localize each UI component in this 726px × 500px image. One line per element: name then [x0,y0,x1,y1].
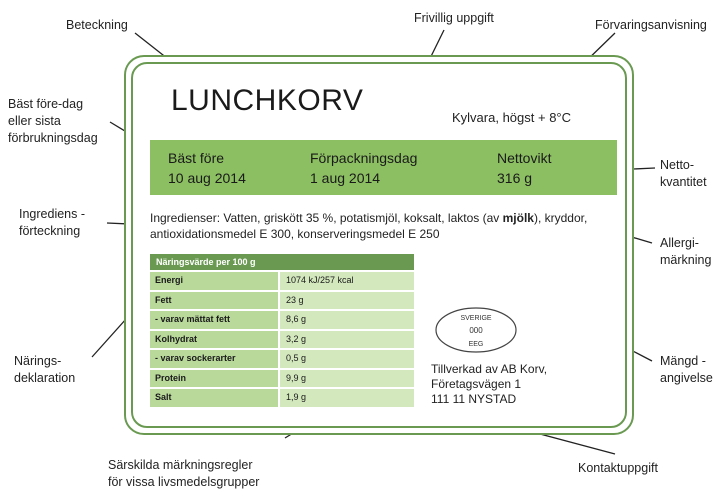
best-before-date: 10 aug 2014 [168,170,246,186]
callout-netto-line-1: Netto- [660,158,695,172]
callout-sarskilda: Särskilda märkningsregler för vissa livs… [108,457,259,491]
callout-narings-line-2: deklaration [14,371,76,385]
callout-bast-fore-line-3: förbrukningsdag [8,131,98,145]
net-weight-block: Nettovikt 316 g [497,148,551,188]
callout-narings: Närings- deklaration [14,353,75,387]
nutrient-value: 1,9 g [280,389,414,407]
callout-allergi-line-1: Allergi- [660,236,699,250]
label-inner-border [131,62,627,428]
callout-ingrediens-line-1: Ingrediens - [19,207,86,221]
date-weight-band [150,140,617,195]
nutrient-name: Kolhydrat [150,330,278,348]
ingredients-post: ), kryddor, antioxidationsmedel E 300, k… [150,211,588,241]
nutrient-value: 0,5 g [280,350,414,368]
nutrient-value: 3,2 g [280,330,414,348]
net-weight-value: 316 g [497,170,533,186]
oval-stamp-icon: SVERIGE 000 EEG [435,307,517,353]
allergen-milk: mjölk [502,211,534,225]
ingredients-pre: Ingredienser: Vatten, griskött 35 %, pot… [150,211,503,225]
callout-frivillig: Frivillig uppgift [414,11,494,25]
callout-mangd: Mängd - angivelse [660,353,713,387]
identification-mark-stamp: SVERIGE 000 EEG [432,305,520,355]
nutrient-name: Fett [150,291,278,309]
net-weight-title: Nettovikt [497,150,552,166]
packaging-date: 1 aug 2014 [310,170,381,186]
callout-netto: Netto- kvantitet [660,157,707,191]
storage-instruction: Kylvara, högst + 8°C [452,110,572,125]
callout-ingrediens-line-2: förteckning [19,224,81,238]
callout-sarskilda-line-2: för vissa livsmedelsgrupper [108,475,260,489]
product-name: LUNCHKORV [171,84,364,117]
nutrient-name: Salt [150,389,278,407]
producer-line-2: Företagsvägen 1 [431,377,522,391]
packaging-block: Förpackningsdag 1 aug 2014 [310,148,417,188]
callout-beteckning: Beteckning [66,18,128,32]
callout-kontakt: Kontaktuppgift [578,461,658,475]
ingredients-text: Ingredienser: Vatten, griskött 35 %, pot… [150,210,620,242]
callout-sarskilda-line-1: Särskilda märkningsregler [108,458,253,472]
producer-line-1: Tillverkad av AB Korv, [431,362,548,376]
callout-ingrediens: Ingrediens - förteckning [19,206,85,240]
nutrient-value: 23 g [280,291,414,309]
nutrient-name: - varav mättat fett [150,311,278,329]
best-before-title: Bäst före [168,150,225,166]
packaging-title: Förpackningsdag [310,150,418,166]
producer-line-3: 111 11 NYSTAD [431,392,517,406]
stamp-mid-text: 000 [469,326,483,335]
nutrient-value: 1074 kJ/257 kcal [280,272,414,290]
nutrient-value: 8,6 g [280,311,414,329]
callout-mangd-line-1: Mängd - [660,354,706,368]
callout-allergi-line-2: märkning [660,253,712,267]
callout-bast-fore: Bäst före-dag eller sista förbrukningsda… [8,96,98,147]
nutrition-header: Näringsvärde per 100 g [150,254,414,270]
nutrient-name: Energi [150,272,278,290]
producer-contact: Tillverkad av AB Korv, Företagsvägen 1 1… [431,362,547,407]
nutrient-name: Protein [150,369,278,387]
callout-allergi: Allergi- märkning [660,235,711,269]
stamp-bottom-text: EEG [469,341,484,348]
callout-narings-line-1: Närings- [14,354,62,368]
callout-bast-fore-line-1: Bäst före-dag [8,97,84,111]
callout-forvaring: Förvaringsanvisning [595,18,707,32]
callout-bast-fore-line-2: eller sista [8,114,61,128]
stamp-top-text: SVERIGE [460,315,491,322]
best-before-block: Bäst före 10 aug 2014 [168,148,246,188]
nutrient-value: 9,9 g [280,369,414,387]
callout-mangd-line-2: angivelse [660,371,713,385]
nutrient-name: - varav sockerarter [150,350,278,368]
callout-netto-line-2: kvantitet [660,175,707,189]
